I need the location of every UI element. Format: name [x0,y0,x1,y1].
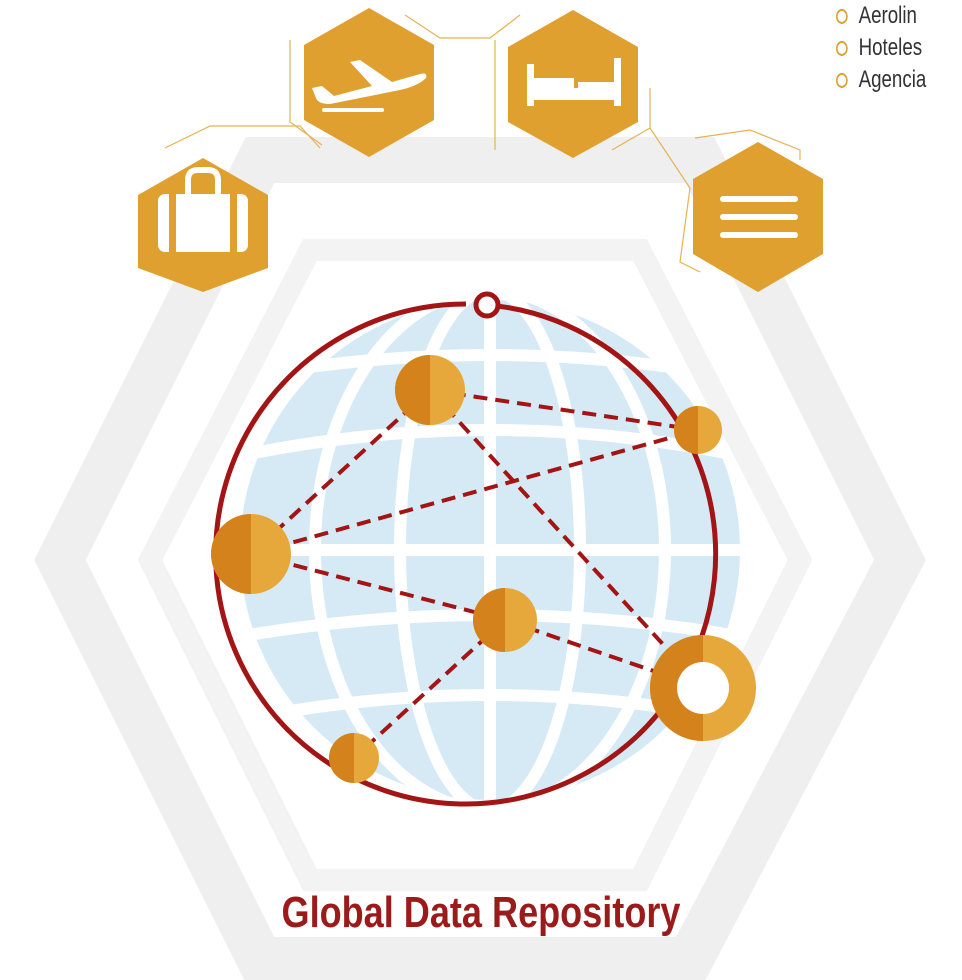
bullet-circle-icon [836,72,848,88]
network-node [329,733,379,783]
network-node [473,588,537,652]
list-item-label: Aerolin [858,2,917,29]
bed-hex [508,10,638,158]
background-hexagon [34,137,926,980]
airplane-icon [312,60,427,112]
network-links [249,388,705,760]
list-item-label: Agencia [858,66,927,93]
bullet-circle-icon [836,40,848,56]
diagram-title: Global Data Repository [281,888,681,937]
bullet-circle-icon [836,8,848,24]
list-item: Aerolin [836,0,926,32]
luggage-hex [138,158,268,292]
network-node [395,355,465,425]
luggage-icon [158,167,248,252]
connector-lines [164,14,801,273]
bed-icon [527,58,621,106]
network-node [211,514,291,594]
network-node [674,406,722,454]
menu-icon [720,196,798,238]
menu-hex [693,142,823,292]
airplane-hex [304,8,434,157]
network-hub-node [650,635,756,741]
list-item-label: Hoteles [858,34,923,61]
orbit-start-node [473,291,501,319]
list-item: Agencia [836,64,926,96]
list-item: Hoteles [836,32,926,64]
category-list: Aerolin Hoteles Agencia [836,0,952,96]
